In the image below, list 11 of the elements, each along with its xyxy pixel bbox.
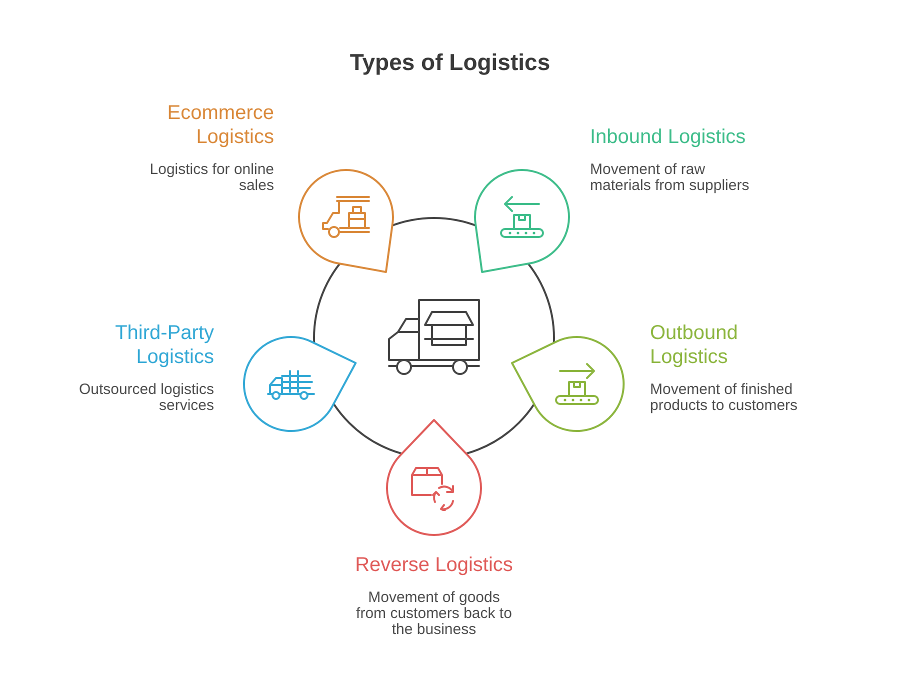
category-heading: Reverse Logistics [354,553,514,577]
description-text: Movement of goods from customers back to the business [355,590,513,638]
description-text: Logistics for online sales [148,162,274,194]
category-heading: Inbound Logistics [590,125,747,149]
category-heading: Outbound Logistics [650,321,739,369]
description-text: Movement of raw materials from suppliers [590,162,750,194]
description-text: Outsourced logistics services [78,382,214,414]
category-heading: Ecommerce Logistics [166,101,274,149]
diagram-title: Types of Logistics [350,48,550,77]
category-heading: Third-Party Logistics [114,321,214,369]
description-text: Movement of finished products to customers [650,382,799,414]
